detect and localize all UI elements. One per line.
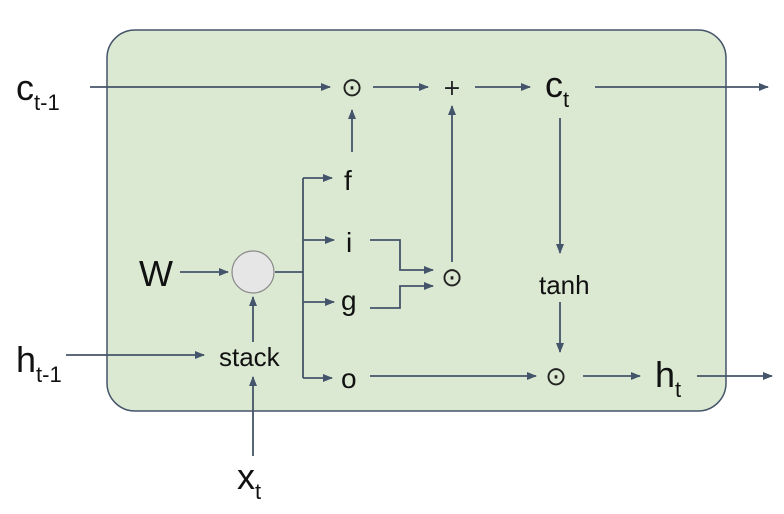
connections bbox=[66, 83, 773, 456]
c-out-label: ct bbox=[545, 64, 569, 112]
plus-icon: + bbox=[443, 76, 461, 101]
stack-label: stack bbox=[219, 342, 281, 372]
cell-box bbox=[106, 29, 727, 412]
c-prev-label: ct-1 bbox=[16, 67, 60, 115]
weight-node bbox=[231, 250, 275, 294]
h-prev-label: ht-1 bbox=[16, 339, 62, 387]
gate-i-label: i bbox=[346, 227, 352, 258]
gate-f-label: f bbox=[344, 165, 352, 196]
gate-g-label: g bbox=[341, 285, 357, 316]
h-out-label: ht bbox=[655, 354, 681, 402]
hadamard-bottom-icon: ⊙ bbox=[545, 362, 567, 392]
tanh-label: tanh bbox=[539, 270, 590, 300]
gate-o-label: o bbox=[341, 363, 357, 394]
arrow-g-to-mult2 bbox=[370, 282, 434, 309]
hadamard-top-icon: ⊙ bbox=[341, 73, 363, 103]
hadamard-mid-icon: ⊙ bbox=[441, 263, 463, 293]
arrow-i-to-mult2 bbox=[370, 239, 434, 274]
x-label: xt bbox=[237, 456, 261, 504]
w-label: W bbox=[139, 253, 173, 294]
